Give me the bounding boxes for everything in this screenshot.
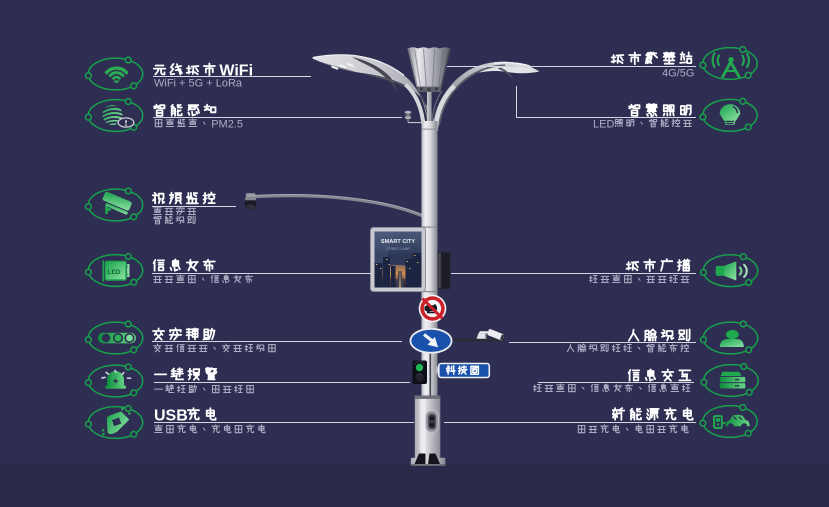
svg-text:STREET LAMP: STREET LAMP xyxy=(386,247,410,251)
svg-text:PM2.5: PM2.5 xyxy=(211,118,243,130)
svg-text:LED: LED xyxy=(108,269,121,276)
svg-text:SMART CITY: SMART CITY xyxy=(381,239,415,245)
svg-text:4G/5G: 4G/5G xyxy=(662,67,694,79)
svg-text:WiFi: WiFi xyxy=(219,62,253,79)
svg-text:LED: LED xyxy=(593,118,614,130)
svg-text:USB: USB xyxy=(154,407,188,424)
svg-text:WiFi + 5G + LoRa: WiFi + 5G + LoRa xyxy=(154,77,243,89)
